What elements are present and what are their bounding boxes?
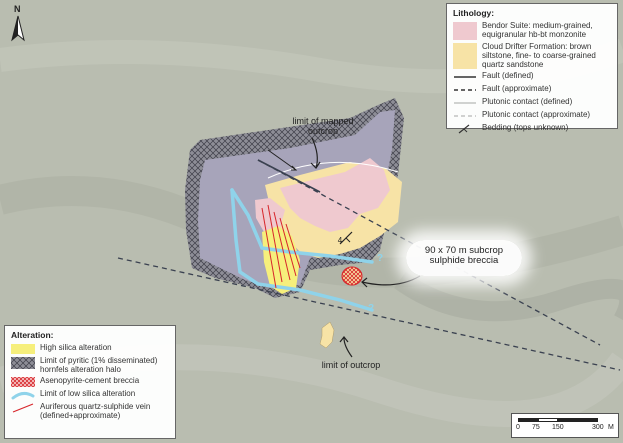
subcrop-breccia-label: 90 x 70 m subcrop sulphide breccia [424,245,504,266]
low-silica-limit-1 [230,188,374,312]
plutonic-defined-swatch [453,98,477,108]
north-arrow: N [8,4,28,44]
lithology-legend: Lithology: Bendor Suite: medium-grained,… [446,3,618,134]
lithology-title: Lithology: [453,8,495,18]
cloud-drifter-swatch [453,43,477,69]
scale-segment-3 [558,418,598,422]
vein-swatch [11,403,35,413]
scale-segment-2 [538,418,558,422]
breccia-swatch [11,377,35,387]
fault-defined-swatch [453,72,477,82]
legend-row-fault-approx: Fault (approximate) [453,84,611,95]
mapped-outcrop-label: limit of mapped outcrop [292,116,354,136]
bedding-swatch [453,124,477,134]
scale-unit: M [608,424,614,431]
legend-row-fault-defined: Fault (defined) [453,71,611,82]
legend-row-breccia: Asenopyrite-cement breccia [11,376,169,387]
alteration-legend: Alteration: High silica alteration Limit… [4,325,176,439]
north-arrow-icon [11,15,25,42]
low-silica-swatch [11,390,35,400]
legend-row-pyritic-halo: Limit of pyritic (1% disseminated) hornf… [11,356,169,374]
legend-row-plutonic-defined: Plutonic contact (defined) [453,97,611,108]
arsenopyrite-breccia [342,267,362,285]
callout-arrow-subcrop [361,275,421,286]
scale-tick-75: 75 [532,424,540,431]
legend-row-bendor: Bendor Suite: medium-grained, equigranul… [453,21,611,40]
fault-approximate-2 [257,159,601,346]
scale-segment-1 [518,418,538,422]
limit-of-outcrop-label: limit of outcrop [321,360,381,370]
bedding-dip-label: 4 [337,236,343,245]
legend-row-low-silica: Limit of low silica alteration [11,389,169,400]
legend-row-high-silica: High silica alteration [11,343,169,354]
scale-bar: 0 75 150 300 M [511,413,619,438]
fault-defined [257,159,321,193]
plutonic-approx-swatch [453,111,477,121]
bedding-symbol [339,231,353,245]
fault-approx-swatch [453,85,477,95]
pyritic-halo-swatch [11,357,35,371]
quartz-sulphide-veins [261,204,301,289]
bendor-swatch [453,22,477,40]
fault-approximate-1 [117,257,621,371]
question-mark-2: ? [367,303,375,314]
question-mark-1: ? [376,253,384,264]
legend-row-vein: Auriferous quartz-sulphide vein (defined… [11,402,169,420]
alteration-title: Alteration: [11,330,54,340]
bendor-suite [280,158,390,232]
callout-arrow-mapped [311,137,318,169]
high-silica-zone [262,226,300,294]
legend-row-bedding: Bedding (tops unknown) [453,123,611,134]
scale-tick-0: 0 [516,424,520,431]
small-outcrop [319,321,335,349]
high-silica-swatch [11,344,35,354]
scale-tick-150: 150 [552,424,564,431]
callout-arrow-outcrop [343,337,353,358]
north-label: N [14,4,21,14]
scale-tick-300: 300 [592,424,604,431]
legend-row-cloud-drifter: Cloud Drifter Formation: brown siltstone… [453,42,611,69]
subcrop-label-glow [406,240,522,276]
legend-row-plutonic-approx: Plutonic contact (approximate) [453,110,611,121]
